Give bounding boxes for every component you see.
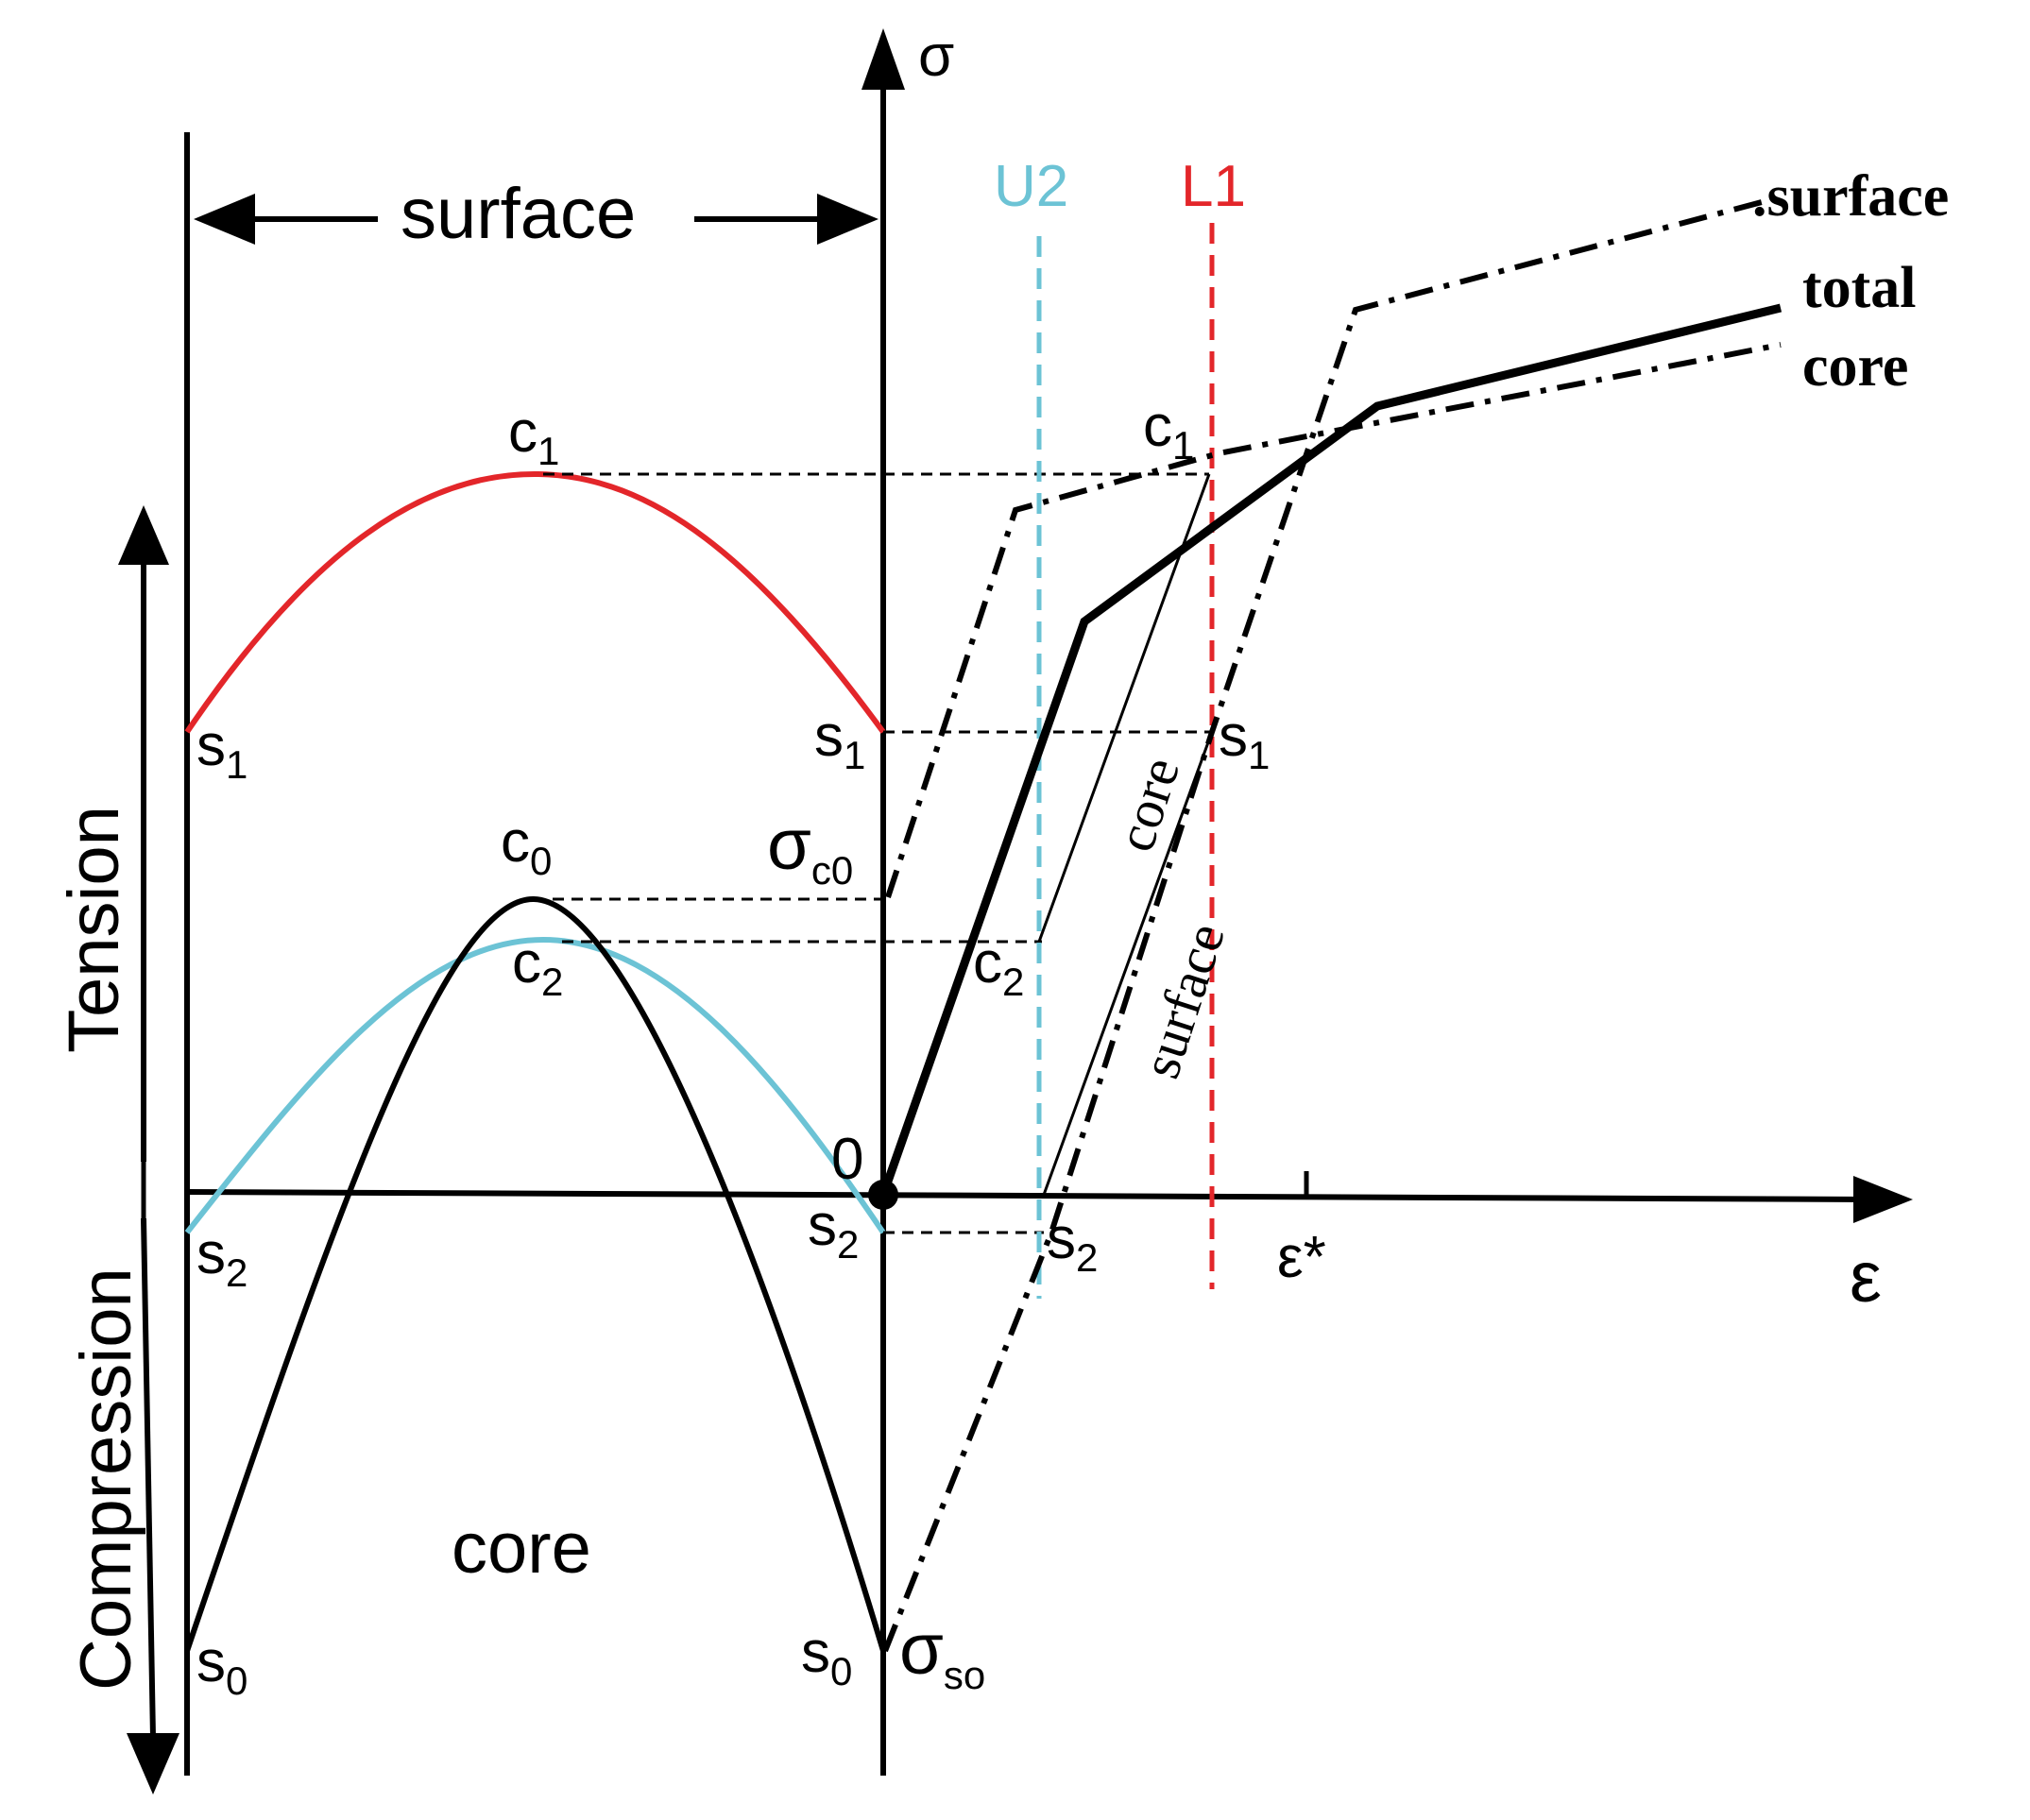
surface-unload-line [1042,731,1214,1196]
sigma-so-label: σso [899,1609,985,1697]
total-curve [879,303,1783,1197]
point-label-c2-left: c2 [512,930,563,1004]
compression-arrow [141,1217,156,1739]
epsilon-axis-label: ε [1850,1237,1882,1318]
l1-label: L1 [1181,154,1246,219]
compression-label: Compression [66,1267,146,1691]
core-dashdot-curve [885,342,1782,898]
surface-width-label: surface [401,174,636,254]
point-label-s2-right: s2 [1047,1206,1098,1280]
point-label-s1-mid: s1 [814,704,865,777]
point-label-s1-right: s1 [1219,704,1270,777]
point-label-s0-mid: s0 [801,1620,852,1693]
cyan-stress-curve [184,936,886,1234]
surface-dashdot-curve [882,196,1777,1653]
surface-arrowhead-left [194,194,255,245]
legend-surface: .surface [1752,164,1949,229]
point-label-s2-left: s2 [196,1221,247,1295]
black-stress-curve [184,895,886,1652]
point-label-c1-left: c1 [508,400,559,473]
tension-label: Tension [54,806,134,1053]
sigma-c0-label: σc0 [767,805,853,893]
point-label-c1-right: c1 [1143,394,1194,468]
tension-arrowhead [118,505,169,565]
surface-arrowhead-right [817,194,879,245]
epsilon-axis [183,1189,1871,1202]
compression-arrowhead [127,1733,179,1794]
core-unload-line [1037,473,1211,943]
point-label-c0: c0 [501,809,552,883]
sigma-axis-label: σ [918,24,954,89]
point-label-s0-left: s0 [196,1629,247,1703]
origin-label: 0 [831,1127,863,1192]
legend-total: total [1802,256,1917,320]
core-region-label: core [452,1508,591,1589]
sigma-axis-arrowhead [861,28,905,90]
point-label-c2-right: c2 [973,930,1024,1004]
point-label-s1-left: s1 [196,713,247,787]
u2-label: U2 [994,154,1068,219]
legend-core: core [1802,334,1908,399]
red-stress-curve [184,470,886,734]
point-label-s2-mid: s2 [808,1193,859,1267]
eps-star-label: ε* [1277,1225,1326,1290]
epsilon-axis-arrowhead [1853,1176,1913,1223]
